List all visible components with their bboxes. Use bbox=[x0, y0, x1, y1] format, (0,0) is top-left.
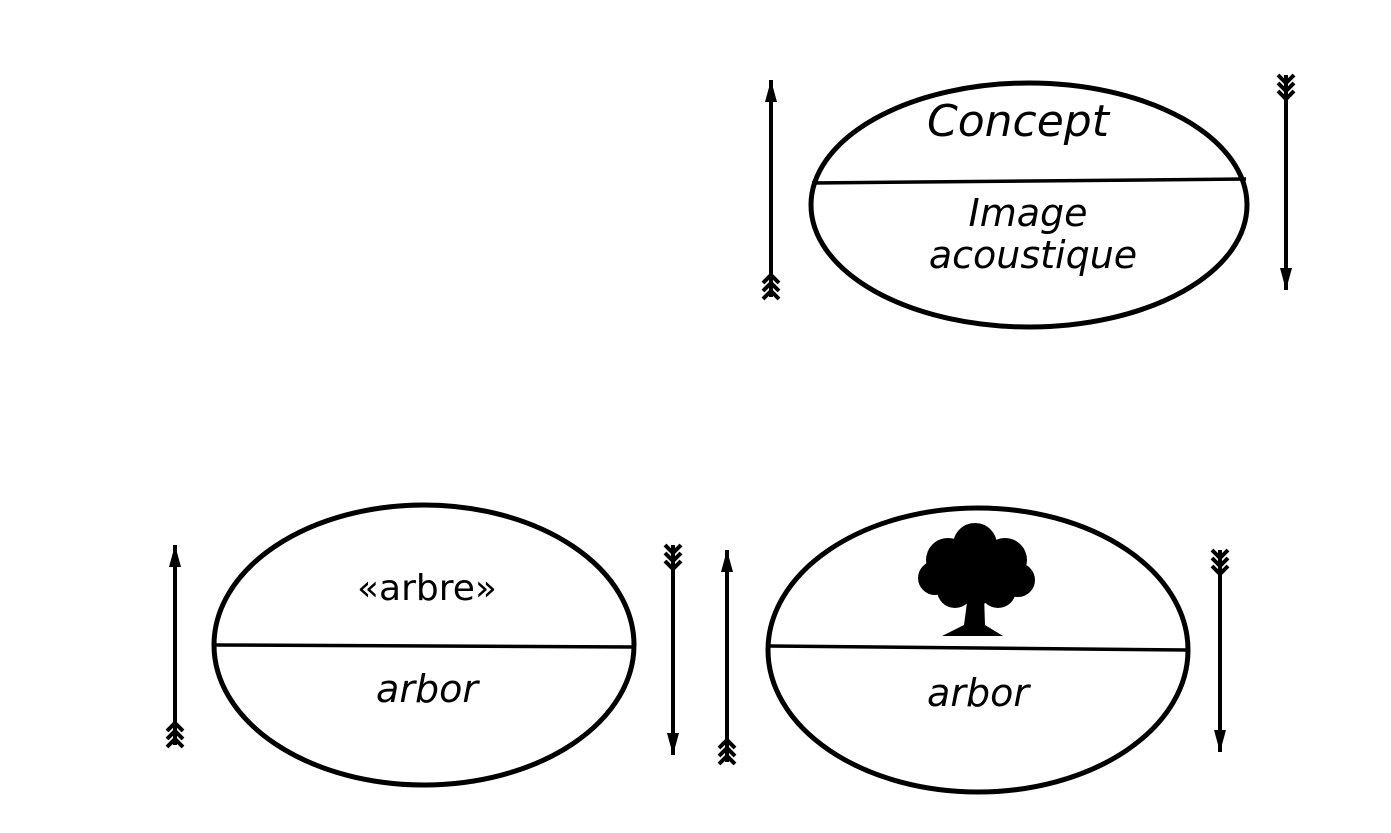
signifier-label-line2: acoustique bbox=[929, 233, 1137, 277]
signifier-label-line1: Image bbox=[968, 191, 1087, 235]
signifier-label: arbor bbox=[376, 667, 480, 711]
arrow-down-icon bbox=[1210, 548, 1230, 752]
sign-ellipse bbox=[211, 502, 637, 788]
arrow-up-icon bbox=[761, 80, 781, 301]
arrow-down-icon bbox=[1276, 73, 1296, 290]
arrow-up-icon bbox=[165, 545, 185, 749]
sign-divider bbox=[215, 643, 634, 649]
arrow-down-icon bbox=[663, 543, 683, 755]
signifier-label: arbor bbox=[927, 671, 1031, 715]
sign-arbre-arbor: «arbre» arbor bbox=[211, 502, 637, 788]
signified-label: Concept bbox=[927, 96, 1111, 147]
arrows bbox=[165, 73, 1296, 766]
tree-icon bbox=[918, 523, 1035, 636]
sign-concept-acoustic-image: Concept Image acoustique bbox=[808, 80, 1250, 330]
sign-divider bbox=[811, 177, 1247, 185]
sign-divider bbox=[769, 644, 1189, 652]
sign-ellipse bbox=[808, 80, 1250, 330]
signified-label: «arbre» bbox=[357, 568, 497, 609]
sign-tree-arbor: arbor bbox=[765, 505, 1191, 795]
arrow-up-icon bbox=[717, 550, 737, 766]
